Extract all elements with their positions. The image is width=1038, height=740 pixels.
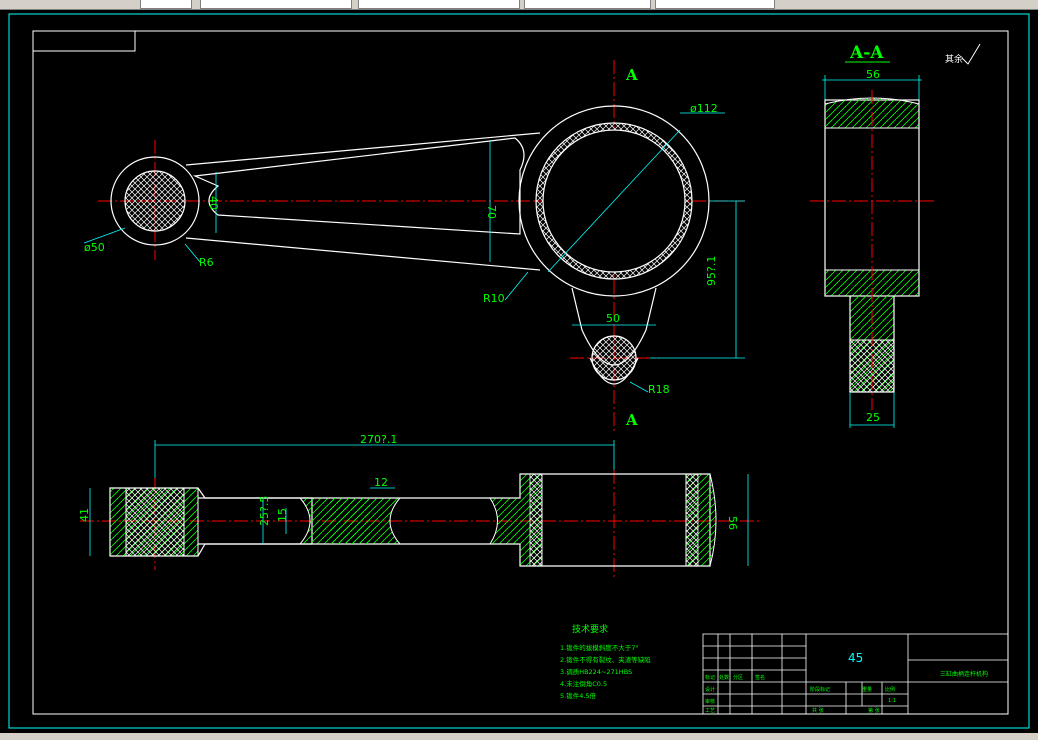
dim-252: 25?.5: [258, 496, 271, 526]
title-block: [702, 633, 1009, 715]
material-label: 45: [848, 651, 863, 665]
tech-title: 技术要求: [572, 623, 608, 635]
linetype-dropdown[interactable]: [524, 0, 651, 9]
small-end-outer: [110, 156, 200, 246]
tb-sheet-total: 共 张: [812, 707, 824, 714]
color-dropdown[interactable]: [358, 0, 520, 9]
dim-270: 270?.1: [360, 433, 397, 446]
section-label: A-A: [849, 43, 884, 63]
inner-frame: [32, 30, 1009, 715]
tb-design: 设计: [705, 686, 715, 693]
layer-dropdown[interactable]: [200, 0, 352, 9]
tech-line-2: 2.锻件不得有裂纹、夹渣等缺陷: [560, 655, 651, 664]
cad-drawing: ø112 70 40 ø50 R6 R10 R18 50 95?.1 A A A…: [8, 13, 1030, 729]
tb-c3: 分区: [733, 674, 743, 681]
toolbar-icon-group[interactable]: [140, 0, 192, 9]
tb-c5: 签名: [755, 674, 765, 681]
dim-41: 41: [78, 508, 91, 522]
tb-sheet-no: 第 张: [868, 707, 880, 714]
dim-40: 40: [207, 196, 220, 210]
code-box: [32, 30, 136, 52]
outer-frame: [8, 13, 1030, 729]
dim-r6: R6: [199, 256, 214, 269]
dim-56: 56: [726, 516, 739, 530]
tb-weight: 重量: [862, 686, 872, 693]
tb-stage: 阶段标记: [810, 686, 830, 693]
dim-r10: R10: [483, 292, 505, 305]
dim-952: 95?.1: [705, 256, 718, 286]
dim-12: 12: [374, 476, 388, 489]
small-end-bush: [124, 170, 186, 232]
roughness-icon: [961, 43, 981, 65]
section-marker-bottom: A: [625, 411, 638, 429]
dim-56-top: 56: [866, 68, 880, 81]
roughness-note: 其余: [945, 53, 963, 65]
tech-line-3: 3.调质HB224~271HBS: [560, 667, 632, 676]
section-marker-top: A: [625, 66, 638, 84]
dim-15: 15: [276, 508, 289, 522]
tb-c2: 处数: [719, 674, 729, 681]
tech-line-5: 5.锻件4.5倍: [560, 691, 597, 700]
tb-scale-val: 1:1: [888, 698, 896, 704]
top-view-shank: [198, 473, 711, 567]
tech-line-1: 1.锻件的拔模斜度不大于7°: [560, 643, 639, 652]
tb-review: 审核: [705, 698, 715, 705]
lineweight-dropdown[interactable]: [655, 0, 775, 9]
dim-r18: R18: [648, 383, 670, 396]
connecting-rod-arm: [192, 137, 525, 235]
dim-d112: ø112: [690, 102, 718, 115]
dim-d50: ø50: [84, 241, 105, 254]
dim-25: 25: [866, 411, 880, 424]
drawing-canvas[interactable]: ø112 70 40 ø50 R6 R10 R18 50 95?.1 A A A…: [0, 10, 1038, 740]
pin-hole: [591, 335, 637, 381]
tb-process: 工艺: [705, 708, 715, 714]
tb-scale: 比例: [885, 686, 895, 693]
dim-70: 70: [485, 205, 498, 219]
big-end-outer: [518, 105, 710, 297]
part-name: 三缸曲柄连杆机构: [940, 670, 988, 678]
dim-50: 50: [606, 312, 620, 325]
toolbar-strip: [0, 0, 1038, 10]
tb-c1: 标记: [705, 674, 715, 681]
status-strip: [0, 733, 1038, 740]
tech-line-4: 4.未注倒角C0.5: [560, 679, 607, 688]
